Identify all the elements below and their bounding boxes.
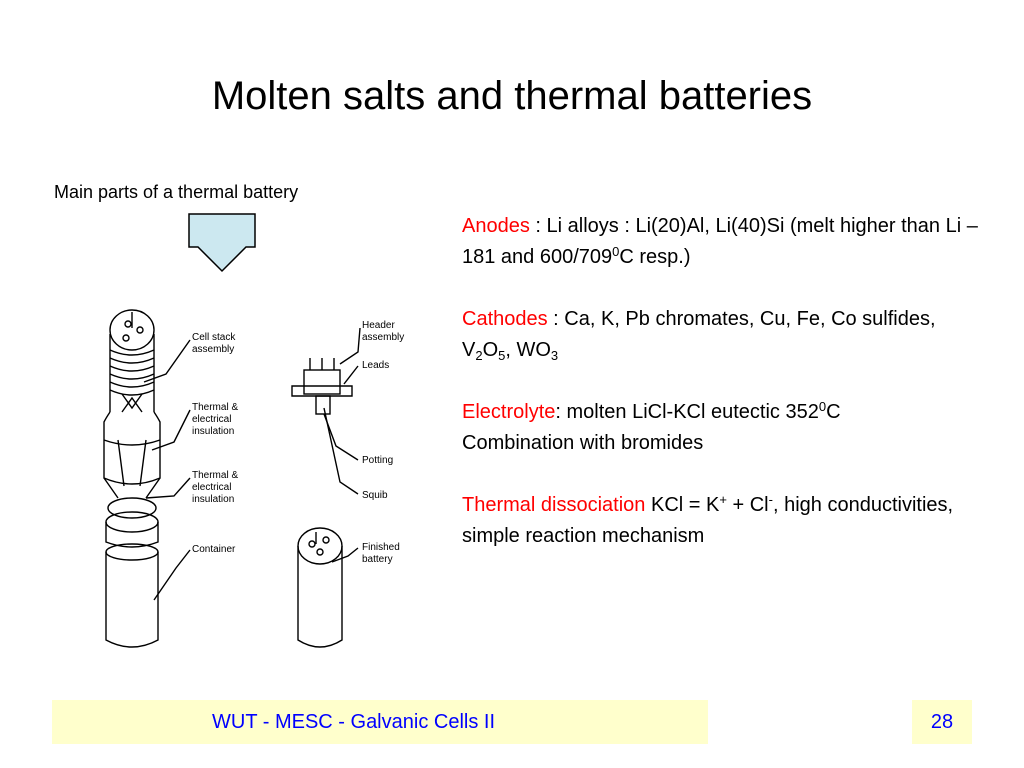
label-potting: Potting [362,455,393,466]
thermal-term: Thermal dissociation [462,494,646,516]
label-finished-2: battery [362,554,393,565]
label-squib: Squib [362,490,388,501]
thermal-battery-diagram: Cell stack assembly Thermal & electrical… [103,309,404,648]
label-thermal1-1: Thermal & [192,402,238,413]
electrolyte-paragraph: Electrolyte: molten LiCl-KCl eutectic 35… [462,399,841,454]
label-thermal2-1: Thermal & [192,470,238,481]
down-arrow-icon [188,213,256,273]
label-header-1: Header [362,320,395,331]
page-number: 28 [912,700,972,744]
label-finished-1: Finished [362,542,400,553]
label-cell-stack-1: Cell stack [192,332,236,343]
label-container: Container [192,544,236,555]
label-leads: Leads [362,360,389,371]
footer-course: WUT - MESC - Galvanic Cells II [52,700,708,744]
label-header-2: assembly [362,332,404,343]
anodes-paragraph: Anodes : Li alloys : Li(20)Al, Li(40)Si … [462,215,978,268]
anodes-term: Anodes [462,215,530,237]
cathodes-paragraph: Cathodes : Ca, K, Pb chromates, Cu, Fe, … [462,308,936,363]
electrolyte-term: Electrolyte [462,401,556,423]
label-cell-stack-2: assembly [192,344,234,355]
label-thermal1-2: electrical [192,414,231,425]
footer-course-label: WUT - MESC - Galvanic Cells II [212,711,495,733]
cathodes-term: Cathodes [462,308,548,330]
slide-title: Molten salts and thermal batteries [211,74,813,118]
thermal-paragraph: Thermal dissociation KCl = K+ + Cl-, hig… [462,492,954,547]
content-text: Anodes : Li alloys : Li(20)Al, Li(40)Si … [462,211,982,583]
label-thermal2-2: electrical [192,482,231,493]
figure-caption: Main parts of a thermal battery [54,182,299,202]
label-thermal1-3: insulation [192,426,234,437]
label-thermal2-3: insulation [192,494,234,505]
